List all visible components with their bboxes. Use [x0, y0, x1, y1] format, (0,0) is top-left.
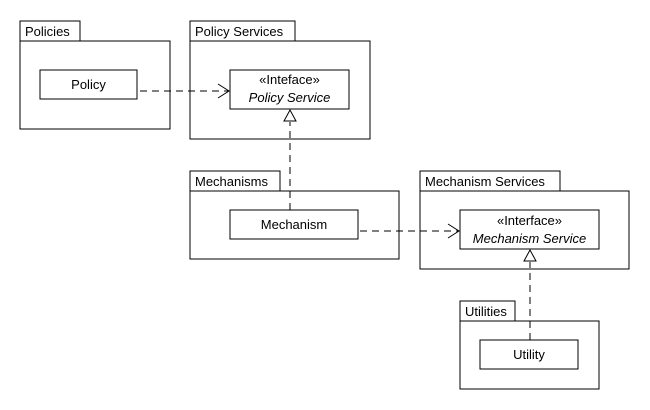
- class-mechanism-service[interactable]: «Interface» Mechanism Service: [459, 209, 600, 250]
- open-arrowhead-icon: [217, 83, 230, 99]
- stereotype-mechanism-service: «Interface»: [497, 213, 562, 228]
- class-name-mechanism: Mechanism: [261, 217, 327, 232]
- realization-arrow-mechanism-to-policy-service[interactable]: [283, 108, 297, 210]
- package-label-utilities: Utilities: [465, 304, 507, 319]
- class-policy[interactable]: Policy: [39, 69, 138, 100]
- class-box: [229, 209, 359, 240]
- dependency-arrow-mechanism-to-mechanism-service[interactable]: [360, 223, 460, 239]
- class-box: [459, 209, 600, 250]
- dependency-arrow-policy-to-policy-service[interactable]: [140, 83, 230, 99]
- class-name-mechanism-service: Mechanism Service: [473, 231, 586, 246]
- hollow-triangle-icon: [283, 108, 297, 122]
- class-policy-service[interactable]: «Inteface» Policy Service: [229, 69, 350, 110]
- stereotype-policy-service: «Inteface»: [259, 72, 320, 87]
- class-name-utility: Utility: [513, 347, 545, 362]
- package-label-policy-services: Policy Services: [195, 24, 284, 39]
- package-mechanisms[interactable]: Mechanisms: [189, 170, 400, 260]
- package-label-mechanism-services: Mechanism Services: [425, 174, 545, 189]
- hollow-triangle-icon: [523, 248, 537, 262]
- class-mechanism[interactable]: Mechanism: [229, 209, 359, 240]
- realization-arrow-utility-to-mechanism-service[interactable]: [523, 248, 537, 340]
- class-name-policy: Policy: [71, 77, 106, 92]
- open-arrowhead-icon: [447, 223, 460, 239]
- package-label-mechanisms: Mechanisms: [195, 174, 268, 189]
- class-utility[interactable]: Utility: [479, 339, 579, 370]
- class-box: [479, 339, 579, 370]
- package-label-policies: Policies: [25, 24, 70, 39]
- class-box: [229, 69, 350, 110]
- class-name-policy-service: Policy Service: [249, 90, 331, 105]
- class-box: [39, 69, 138, 100]
